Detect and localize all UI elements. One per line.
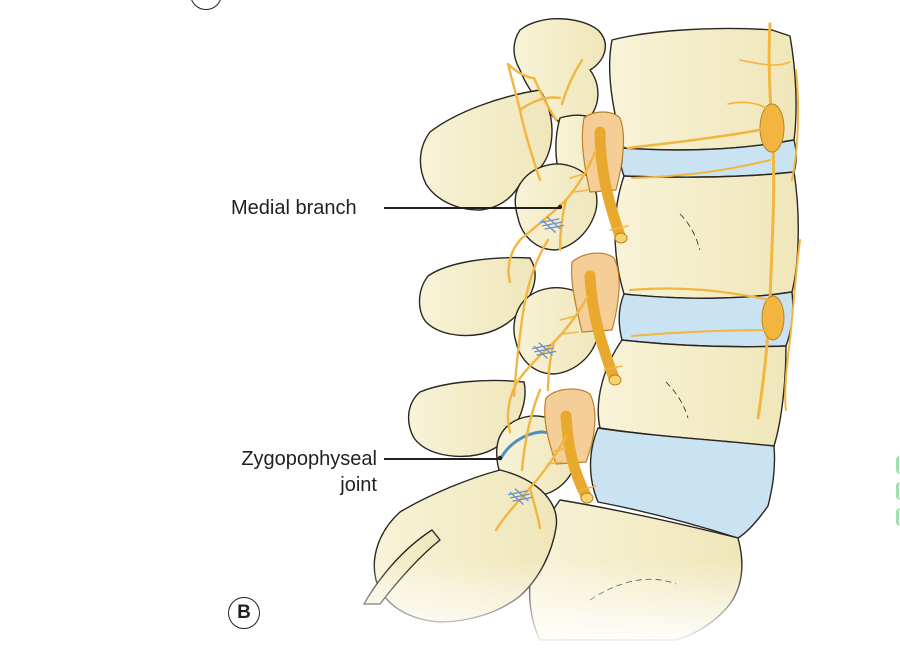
- zygapophyseal-label-line2: joint: [340, 474, 377, 496]
- medial-branch-middle: [506, 294, 590, 434]
- suture-mark-lower: [507, 488, 533, 505]
- ablation-suture-marks: [507, 216, 565, 505]
- edge-mark-3: [896, 508, 900, 526]
- sympathetic-trunk: [756, 22, 776, 420]
- medial-branch-label: Medial branch: [231, 197, 357, 219]
- ganglion-lower: [761, 295, 785, 341]
- superior-articular-process-top: [513, 18, 607, 133]
- suture-mark-middle: [531, 342, 557, 359]
- zygapophyseal-leader-line: [384, 458, 500, 460]
- intervertebral-disc-lower: [589, 427, 776, 539]
- medial-branch-leader-line: [384, 207, 560, 209]
- zygapophyseal-label-line1: Zygopophyseal: [241, 448, 377, 470]
- panel-label-badge: B: [228, 597, 260, 629]
- medial-branch-upper: [507, 148, 598, 284]
- edge-mark-1: [896, 456, 900, 474]
- suture-mark-upper: [539, 216, 565, 233]
- spinal-nerve-upper: [594, 126, 626, 242]
- zygapophyseal-joint-label: Zygopophyseal joint: [219, 446, 377, 498]
- edge-mark-2: [896, 482, 900, 500]
- vertebral-body-lower: [597, 339, 787, 447]
- nerve-network: [494, 22, 801, 532]
- ganglion-upper: [759, 103, 785, 153]
